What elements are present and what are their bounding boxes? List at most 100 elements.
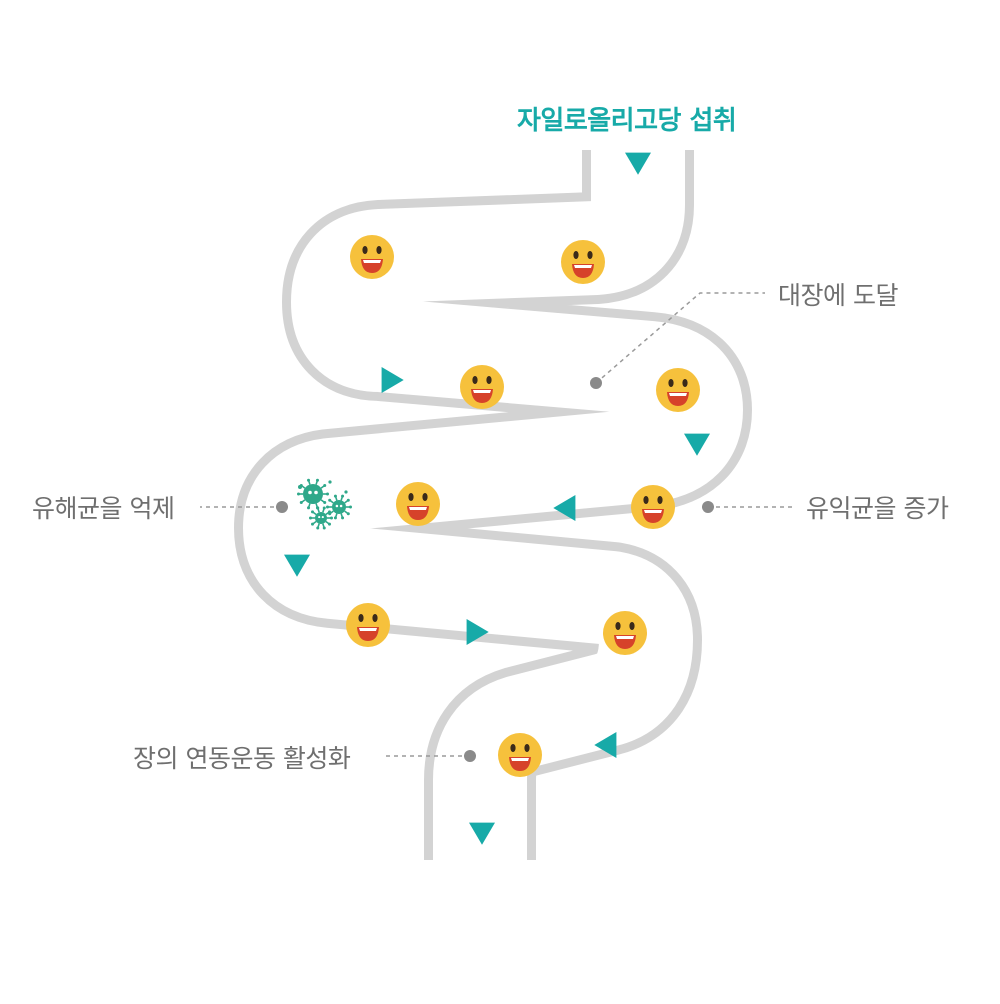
diagram-title: 자일로올리고당 섭취: [517, 106, 737, 136]
reach-colon-line: [595, 292, 765, 384]
germ-spike-tip: [346, 512, 350, 516]
face-body: [346, 603, 390, 647]
smiling-bacteria-face-icon: [656, 368, 700, 412]
harmful-germ-icon: [309, 506, 333, 530]
label-increase-beneficial: 유익균을 증가: [806, 494, 949, 523]
germ-spike-tip: [311, 522, 315, 526]
flow-arrow-icon: [381, 367, 404, 393]
germ-spike-tip: [327, 510, 331, 514]
germ-spike-tip: [323, 483, 327, 487]
increase-beneficial-dot: [702, 501, 714, 513]
label-activate-peristalsis: 장의 연동운동 활성화: [133, 744, 351, 773]
face-eye-left: [358, 614, 364, 622]
face-eye-right: [657, 496, 663, 504]
activate-peristalsis-dot: [464, 750, 476, 762]
germ-spike-tip: [330, 516, 333, 520]
germ-spike-tip: [341, 516, 345, 520]
flow-arrow-icon: [284, 554, 310, 577]
smiling-bacteria-face-icon: [396, 482, 440, 526]
flow-arrow-icon: [594, 732, 617, 758]
face-eye-left: [472, 376, 478, 384]
germ-speck: [328, 480, 332, 484]
face-eye-right: [376, 246, 382, 254]
germ-spike-tip: [326, 505, 329, 509]
smiling-bacteria-face-icon: [460, 365, 504, 409]
germ-spike-tip: [346, 498, 350, 502]
flow-arrow-icon: [553, 495, 576, 521]
harmful-germ-icon: [297, 478, 329, 510]
tube-interior: [243, 150, 743, 860]
flow-arrow-icon: [684, 433, 710, 456]
flow-arrow-icon: [625, 152, 651, 175]
face-body: [396, 482, 440, 526]
face-eye-right: [587, 251, 593, 259]
good-bacteria-faces: [346, 235, 700, 777]
germ-spike-tip: [311, 510, 315, 514]
face-teeth: [574, 265, 592, 268]
face-eye-right: [682, 379, 688, 387]
germ-spike-tip: [299, 501, 303, 505]
intestine-tube: [234, 149, 752, 860]
face-body: [603, 611, 647, 655]
germ-spike-tip: [322, 526, 326, 530]
face-teeth: [359, 628, 377, 631]
suppress-harmful-dot: [276, 501, 288, 513]
germ-spike-tip: [341, 494, 345, 498]
face-body: [656, 368, 700, 412]
germ-eye: [321, 516, 324, 519]
face-teeth: [511, 758, 529, 761]
germ-spike-tip: [315, 478, 319, 482]
harmful-germ-icon: [326, 494, 352, 520]
germ-spike-tip: [333, 494, 337, 498]
harmful-germ-cluster: [297, 478, 352, 530]
reach-colon-dot: [590, 377, 602, 389]
germ-spike-tip: [349, 505, 352, 509]
label-suppress-harmful: 유해균을 억제: [32, 494, 175, 523]
face-teeth: [644, 510, 662, 513]
germ-body: [303, 484, 323, 504]
face-body: [561, 240, 605, 284]
germ-speck: [298, 485, 302, 489]
germ-eye: [308, 490, 312, 495]
germ-spike-tip: [307, 506, 311, 510]
germ-spike-tip: [333, 516, 337, 520]
face-teeth: [669, 393, 687, 396]
germ-eye: [335, 504, 339, 508]
germ-spike-tip: [316, 506, 320, 510]
smiling-bacteria-face-icon: [631, 485, 675, 529]
germ-spike-tip: [328, 498, 332, 502]
face-eye-right: [524, 744, 530, 752]
face-teeth: [363, 260, 381, 263]
germ-spike-tip: [327, 522, 331, 526]
smiling-bacteria-face-icon: [498, 733, 542, 777]
face-eye-right: [372, 614, 378, 622]
face-body: [350, 235, 394, 279]
face-eye-left: [573, 251, 579, 259]
germ-spike-tip: [323, 501, 327, 505]
face-body: [631, 485, 675, 529]
germ-spike-tip: [297, 492, 300, 496]
face-teeth: [409, 507, 427, 510]
face-teeth: [473, 390, 491, 393]
face-eye-right: [422, 493, 428, 501]
smiling-bacteria-face-icon: [346, 603, 390, 647]
germ-speck: [344, 490, 348, 494]
germ-eye: [314, 490, 318, 495]
smiling-bacteria-face-icon: [603, 611, 647, 655]
germ-spike-tip: [307, 478, 311, 482]
germ-eye: [339, 504, 343, 508]
germ-eye: [318, 516, 321, 519]
germ-spike-tip: [322, 506, 326, 510]
face-eye-left: [615, 622, 621, 630]
face-eye-left: [362, 246, 368, 254]
label-reach-colon: 대장에 도달: [778, 281, 898, 310]
smiling-bacteria-face-icon: [561, 240, 605, 284]
flow-arrow-icon: [469, 822, 495, 845]
germ-spike-tip: [316, 526, 320, 530]
smiling-bacteria-face-icon: [350, 235, 394, 279]
face-body: [498, 733, 542, 777]
face-teeth: [616, 636, 634, 639]
germ-spike-tip: [326, 492, 329, 496]
